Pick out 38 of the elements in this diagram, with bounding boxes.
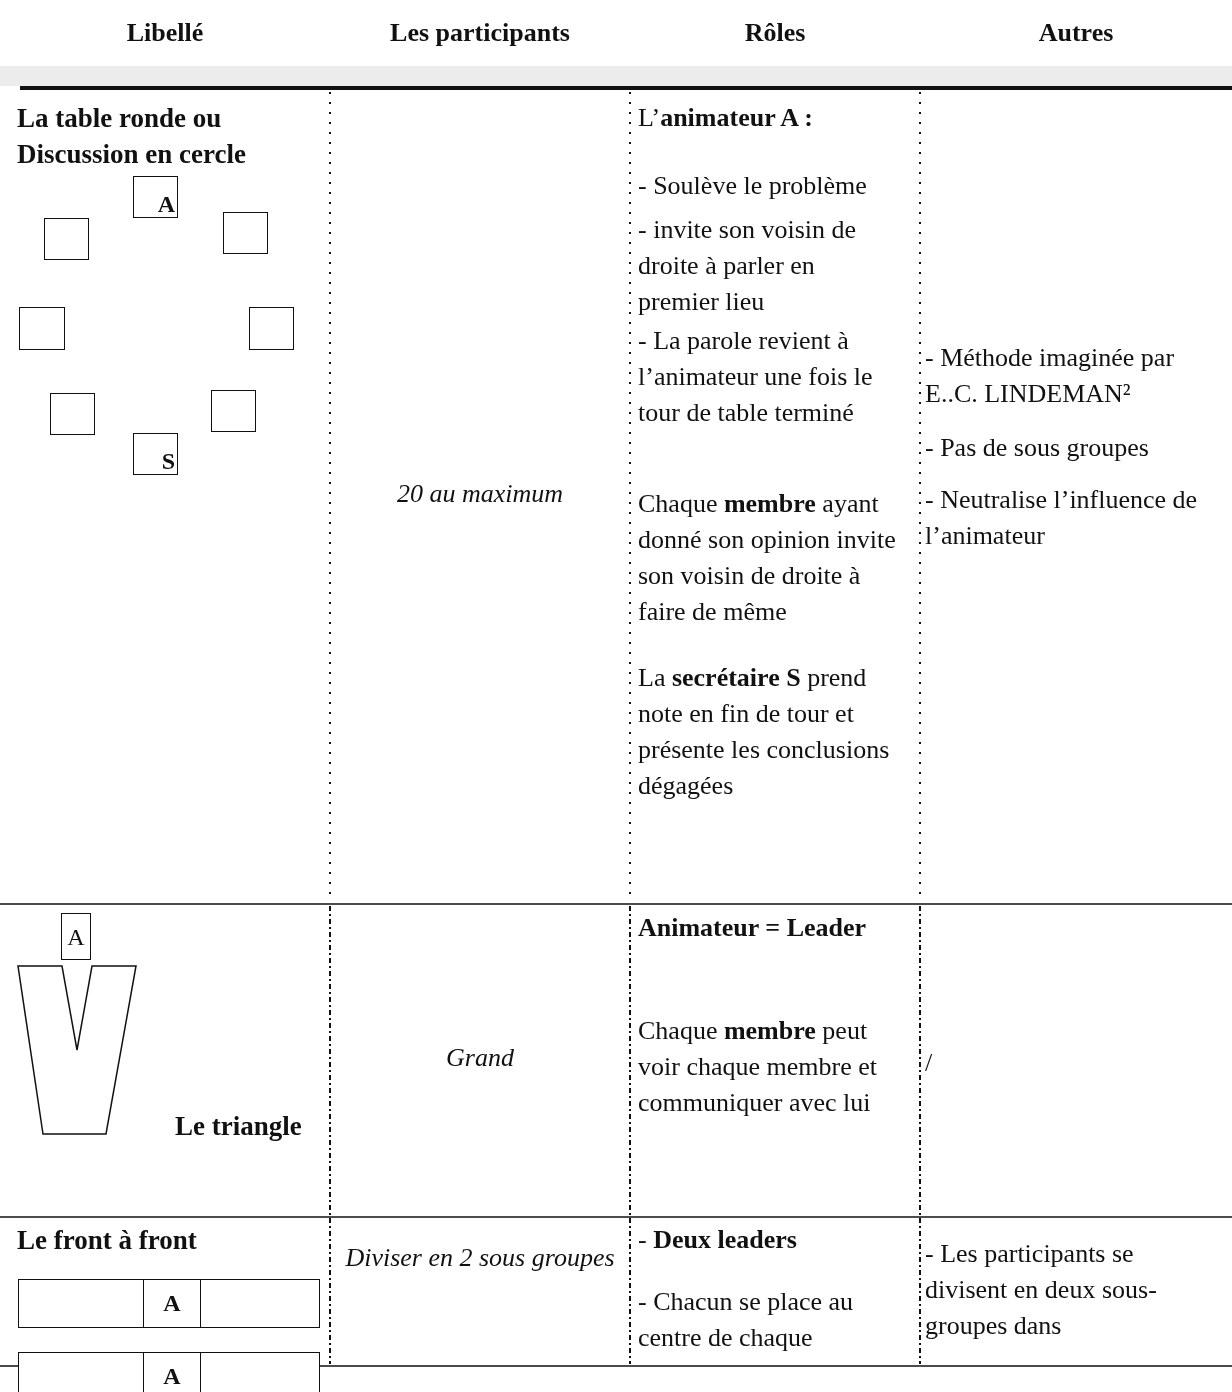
empty-seat-box	[50, 393, 95, 435]
table-text: - Chacun se place au centre de chaque	[638, 1286, 855, 1354]
empty-seat-box	[19, 307, 65, 350]
row-title: Le front à front	[17, 1224, 198, 1257]
empty-seat-box	[211, 390, 256, 432]
column-header: Libellé	[125, 17, 205, 49]
row-title: Le triangle	[175, 1110, 303, 1143]
table-text: - Neutralise l’influence de l’animateur	[925, 484, 1199, 552]
table-text: /	[925, 1047, 934, 1079]
seat-box: A	[143, 1278, 201, 1328]
table-text: La secrétaire S prend note en fin de tour et présente les conclusions dégagées	[638, 662, 891, 802]
column-header: Les participants	[389, 17, 571, 49]
table-text: - Soulève le problème	[638, 170, 868, 202]
table-text: 20 au maximum	[395, 478, 565, 510]
seat-box: A	[133, 176, 178, 218]
seat-box: A	[61, 913, 91, 960]
table-text: - La parole revient à l’animateur une fois le tour de table terminé	[638, 325, 874, 429]
table-text: - Deux leaders	[638, 1224, 798, 1256]
empty-seat-box	[44, 218, 89, 260]
table-text: Chaque membre ayant donné son opinion invite son voisin de droite à faire de même	[638, 488, 897, 628]
table-text: - Pas de sous groupes	[925, 432, 1150, 464]
table-text: Grand	[445, 1042, 515, 1074]
table-text: Animateur = Leader	[638, 912, 868, 944]
column-header: Rôles	[743, 17, 807, 49]
table-text: - Méthode imaginée par E..C. LINDEMAN²	[925, 342, 1176, 410]
empty-seat-box	[249, 307, 294, 350]
group-row-box	[18, 1279, 320, 1328]
empty-seat-box	[223, 212, 268, 254]
group-row-box	[18, 1352, 320, 1392]
column-header: Autres	[1037, 17, 1115, 49]
seat-box: A	[143, 1351, 201, 1392]
table-text: - Les participants se divisent en deux sous-groupes dans	[925, 1238, 1158, 1342]
row-title: La table ronde ou Discussion en cercle	[17, 102, 247, 171]
table-text: - invite son voisin de droite à parler en premier lieu	[638, 214, 858, 318]
seat-box: S	[133, 433, 178, 475]
table-text: Chaque membre peut voir chaque membre et communiquer avec lui	[638, 1015, 878, 1119]
table-text: Diviser en 2 sous groupes	[344, 1242, 616, 1274]
table-text: L’animateur A :	[638, 102, 814, 134]
